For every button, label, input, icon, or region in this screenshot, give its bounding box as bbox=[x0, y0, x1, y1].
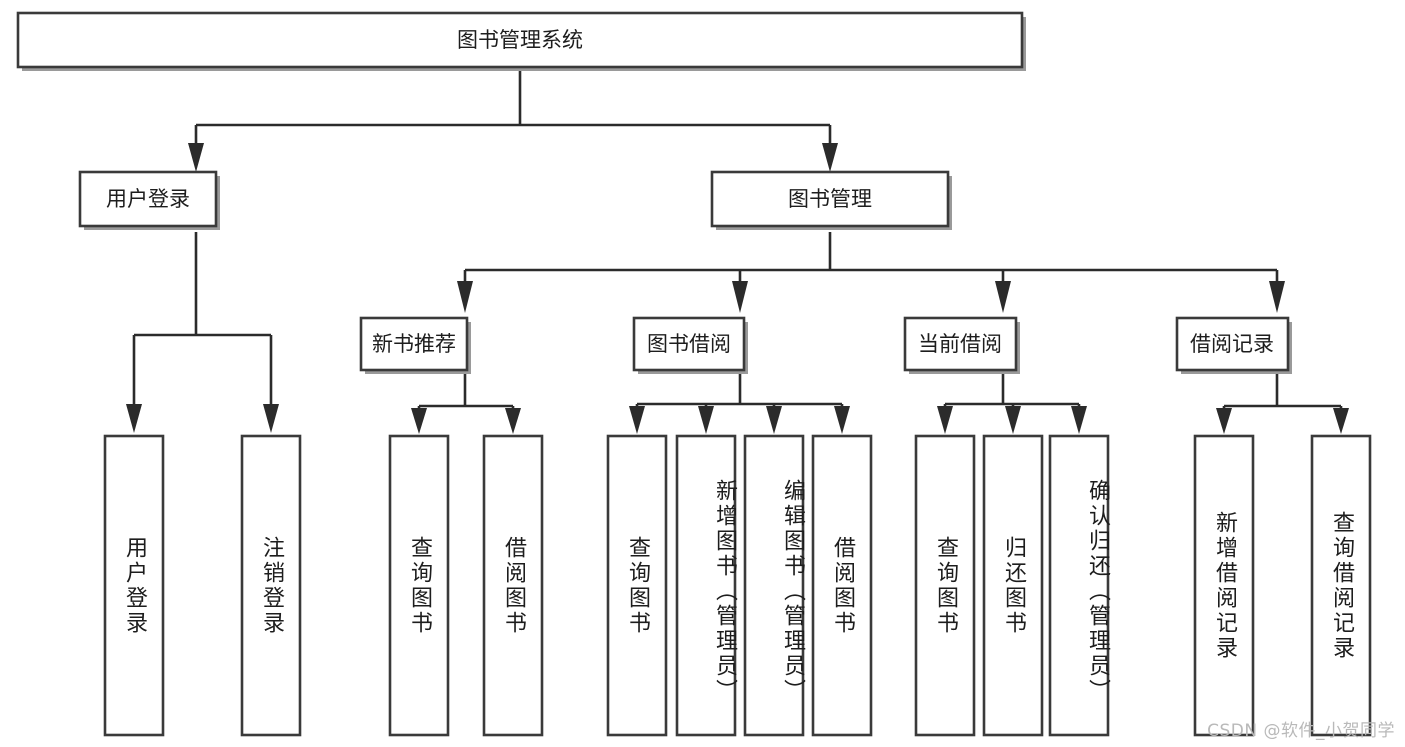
arrow-user-login-l1 bbox=[126, 404, 142, 433]
arrow-root-to-book-mgmt bbox=[822, 143, 838, 172]
leaf-box-query-record[interactable] bbox=[1310, 434, 1372, 737]
leaf-label-logout-login: 注销登录 bbox=[259, 535, 284, 636]
arrow-current-l1 bbox=[937, 406, 953, 434]
leaf-label-query-book-3: 查询图书 bbox=[933, 535, 958, 636]
node-new-book-recommend-box[interactable] bbox=[359, 316, 469, 372]
arrow-borrow-l1 bbox=[629, 406, 645, 434]
leaf-box-confirm-return[interactable] bbox=[1048, 434, 1110, 737]
edge-layer bbox=[126, 67, 1349, 434]
leaf-box-user-login[interactable] bbox=[103, 434, 165, 737]
arrow-borrow-l4 bbox=[834, 406, 850, 434]
node-current-borrow-box[interactable] bbox=[903, 316, 1018, 372]
arrow-user-login-l2 bbox=[263, 404, 279, 433]
leaf-box-query-book-2[interactable] bbox=[606, 434, 668, 737]
arrow-root-to-user-login bbox=[188, 143, 204, 172]
node-root-label: 图书管理系统 bbox=[457, 28, 583, 52]
leaf-box-query-book-1[interactable] bbox=[388, 434, 450, 737]
node-borrow-record-box[interactable] bbox=[1175, 316, 1290, 372]
node-new-book-recommend-label: 新书推荐 bbox=[372, 332, 456, 356]
node-book-borrow-box[interactable] bbox=[632, 316, 746, 372]
node-current-borrow-label: 当前借阅 bbox=[918, 332, 1002, 356]
leaf-label-query-record: 查询借阅记录 bbox=[1329, 510, 1354, 661]
leaf-label-query-book-1: 查询图书 bbox=[407, 535, 432, 636]
arrow-current-l3 bbox=[1071, 406, 1087, 434]
leaf-box-return-book[interactable] bbox=[982, 434, 1044, 737]
leaf-label-confirm-return: 确认归还（管理员） bbox=[1085, 479, 1110, 704]
leaf-label-return-book: 归还图书 bbox=[1001, 535, 1026, 636]
node-book-management-box[interactable] bbox=[710, 170, 950, 228]
arrow-recommend-l1 bbox=[411, 408, 427, 434]
leaf-box-edit-book[interactable] bbox=[743, 434, 805, 737]
leaf-label-edit-book: 编辑图书（管理员） bbox=[780, 479, 805, 704]
arrow-record-l1 bbox=[1216, 408, 1232, 434]
leaf-box-add-book[interactable] bbox=[675, 434, 737, 737]
leaf-box-add-record[interactable] bbox=[1193, 434, 1255, 737]
leaf-label-borrow-book-1: 借阅图书 bbox=[501, 535, 526, 636]
watermark-text: CSDN @软件_小贺同学 bbox=[1207, 721, 1395, 741]
arrow-book-mgmt-c2 bbox=[732, 281, 748, 313]
node-user-login-box[interactable] bbox=[78, 170, 218, 228]
arrow-current-l2 bbox=[1005, 406, 1021, 434]
leaf-label-add-record: 新增借阅记录 bbox=[1212, 510, 1237, 661]
arrow-borrow-l2 bbox=[698, 406, 714, 434]
leaf-box-query-book-3[interactable] bbox=[914, 434, 976, 737]
arrow-book-mgmt-c3 bbox=[995, 281, 1011, 313]
leaf-label-user-login: 用户登录 bbox=[122, 535, 147, 636]
node-root-box[interactable] bbox=[16, 11, 1024, 69]
leaf-box-borrow-book-1[interactable] bbox=[482, 434, 544, 737]
node-book-management-label: 图书管理 bbox=[788, 187, 872, 211]
arrow-recommend-l2 bbox=[505, 408, 521, 434]
arrow-borrow-l3 bbox=[766, 406, 782, 434]
node-user-login-label: 用户登录 bbox=[106, 187, 190, 211]
node-layer: 图书管理系统 用户登录 图书管理 新书推荐 图书借阅 当前借阅 bbox=[16, 11, 1372, 737]
leaf-box-logout-login[interactable] bbox=[240, 434, 302, 737]
node-borrow-record-label: 借阅记录 bbox=[1190, 332, 1274, 356]
arrow-record-l2 bbox=[1333, 408, 1349, 434]
arrow-book-mgmt-c4 bbox=[1269, 281, 1285, 313]
leaf-label-borrow-book-2: 借阅图书 bbox=[830, 535, 855, 636]
node-book-borrow-label: 图书借阅 bbox=[647, 332, 731, 356]
arrow-book-mgmt-c1 bbox=[457, 281, 473, 313]
leaf-box-borrow-book-2[interactable] bbox=[811, 434, 873, 737]
leaf-label-add-book: 新增图书（管理员） bbox=[712, 479, 737, 704]
leaf-label-query-book-2: 查询图书 bbox=[625, 535, 650, 636]
